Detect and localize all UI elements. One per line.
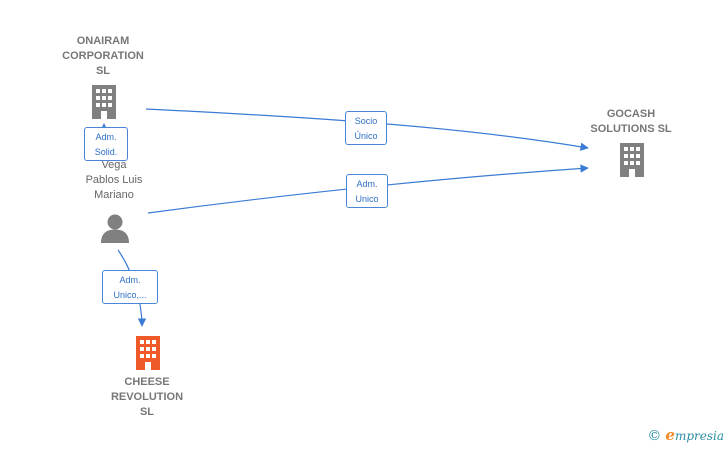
edge-onairam-gocash bbox=[145, 108, 589, 151]
empresia-watermark: ©empresia bbox=[647, 426, 724, 444]
edge-person-gocash bbox=[147, 164, 589, 214]
brand-initial: e bbox=[665, 426, 675, 444]
building-icon[interactable] bbox=[620, 143, 644, 177]
node-label-onairam[interactable]: ONAIRAM CORPORATION SL bbox=[62, 35, 144, 77]
building-icon[interactable] bbox=[136, 336, 160, 370]
edge-label-socio-unico: Socio Único bbox=[345, 111, 387, 145]
building-icon[interactable] bbox=[92, 85, 116, 119]
node-label-cheese[interactable]: CHEESE REVOLUTION SL bbox=[110, 376, 184, 418]
node-label-person[interactable]: Vega Pablos Luis Mariano bbox=[85, 159, 143, 201]
brand-name: mpresia bbox=[674, 429, 724, 443]
edge-label-adm-solid: Adm. Solid. bbox=[84, 127, 128, 161]
edge-label-adm-unico: Adm. Unico bbox=[346, 174, 388, 208]
person-icon[interactable] bbox=[101, 214, 129, 244]
copyright-icon: © bbox=[647, 428, 662, 444]
node-label-gocash[interactable]: GOCASH SOLUTIONS SL bbox=[590, 108, 672, 135]
edge-label-adm-unico-etc: Adm. Unico,... bbox=[102, 270, 158, 304]
